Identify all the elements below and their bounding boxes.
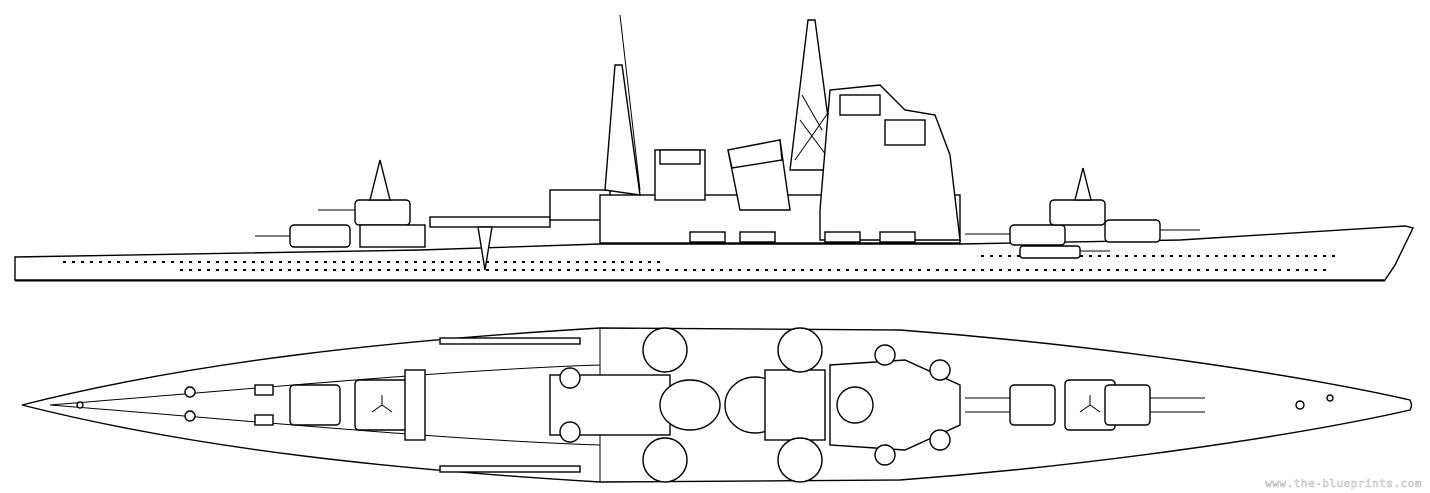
midship-superstructure	[549, 14, 961, 244]
watermark: www.the-blueprints.com	[1265, 477, 1422, 491]
crane-boom	[477, 226, 493, 271]
side-profile-view	[14, 14, 1415, 282]
fore-turrets	[965, 167, 1200, 259]
top-plan-view	[21, 327, 1413, 483]
aft-turrets	[255, 159, 426, 248]
deck-fittings	[76, 386, 1334, 422]
catapult	[429, 216, 551, 228]
portholes	[60, 255, 1340, 271]
plan-superstructure	[439, 327, 961, 483]
hull-side	[14, 225, 1415, 281]
foremast	[789, 19, 836, 171]
plan-turrets-fore	[965, 379, 1205, 431]
plan-turrets-aft	[254, 369, 426, 441]
